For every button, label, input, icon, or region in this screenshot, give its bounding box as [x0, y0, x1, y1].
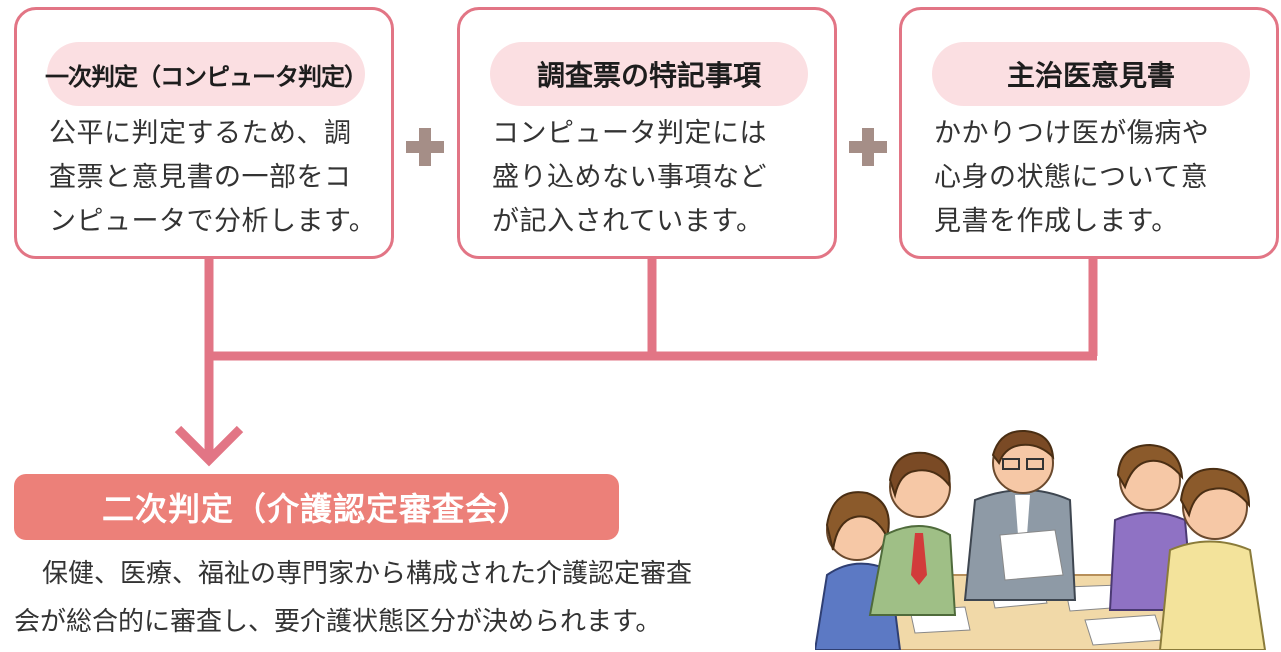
description-line: 会が総合的に審査し、要介護状態区分が決められます。 — [14, 607, 662, 637]
description-line: 査票と意見書の一部をコ — [49, 162, 352, 193]
down-arrow-icon — [174, 425, 244, 467]
survey-notes-box: 調査票の特記事項 コンピュータ判定には 盛り込めない事項など が記入されています… — [457, 7, 837, 259]
doctor-opinion-title: 主治医意見書 — [932, 42, 1250, 106]
plus-icon — [849, 128, 887, 166]
secondary-judgment-description: 保健、医療、福祉の専門家から構成された介護認定審査 会が総合的に審査し、要介護状… — [14, 550, 794, 646]
primary-judgment-description: 公平に判定するため、調 査票と意見書の一部をコ ンピュータで分析します。 — [49, 112, 379, 244]
description-line: 心身の状態について意 — [934, 162, 1209, 193]
flow-connector — [174, 259, 1098, 467]
description-line: 見書を作成します。 — [934, 206, 1179, 237]
doctor-opinion-box: 主治医意見書 かかりつけ医が傷病や 心身の状態について意 見書を作成します。 — [899, 7, 1279, 259]
description-line: 盛り込めない事項など — [492, 162, 767, 193]
description-line: かかりつけ医が傷病や — [934, 118, 1210, 149]
description-line: 保健、医療、福祉の専門家から構成された介護認定審査 — [42, 559, 693, 589]
doctor-opinion-description: かかりつけ医が傷病や 心身の状態について意 見書を作成します。 — [934, 112, 1264, 244]
description-line: ンピュータで分析します。 — [49, 206, 377, 237]
primary-judgment-box: 一次判定（コンピュータ判定） 公平に判定するため、調 査票と意見書の一部をコ ン… — [14, 7, 394, 259]
primary-judgment-title: 一次判定（コンピュータ判定） — [45, 42, 368, 106]
description-line: 公平に判定するため、調 — [49, 118, 352, 149]
description-line: コンピュータ判定には — [492, 118, 767, 149]
survey-notes-description: コンピュータ判定には 盛り込めない事項など が記入されています。 — [492, 112, 822, 244]
secondary-judgment-banner: 二次判定（介護認定審査会） — [14, 474, 619, 540]
description-line: が記入されています。 — [492, 206, 764, 237]
survey-notes-title: 調査票の特記事項 — [490, 42, 808, 106]
committee-meeting-illustration — [815, 429, 1267, 650]
plus-icon — [406, 128, 444, 166]
